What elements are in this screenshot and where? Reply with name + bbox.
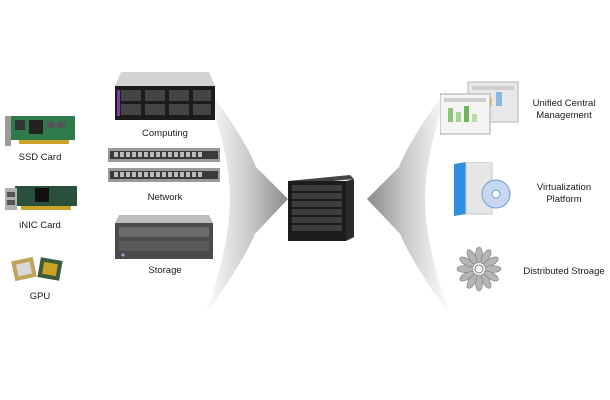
virtualization-box-icon <box>452 162 516 216</box>
network-switch-icon <box>108 148 220 184</box>
storage-array-icon <box>115 215 213 259</box>
gpu-label: GPU <box>10 291 70 302</box>
rack-server-icon <box>115 72 215 120</box>
computing-label: Computing <box>125 128 205 139</box>
distributed-storage-icon <box>455 245 503 293</box>
network-label: Network <box>125 192 205 203</box>
management-console-icon <box>440 80 520 138</box>
integrated-appliance-icon <box>286 175 356 243</box>
inic-card-label: iNIC Card <box>10 220 70 231</box>
ssd-card-icon <box>5 112 80 148</box>
gpu-chip-icon <box>10 255 65 283</box>
ssd-card-label: SSD Card <box>10 152 70 163</box>
management-label: Unified Central Management <box>522 98 606 122</box>
distributed-storage-label: Distributed Stroage <box>522 266 606 278</box>
storage-label: Storage <box>125 265 205 276</box>
nic-card-icon <box>5 182 80 216</box>
virtualization-label: Virtualization Platform <box>522 182 606 206</box>
